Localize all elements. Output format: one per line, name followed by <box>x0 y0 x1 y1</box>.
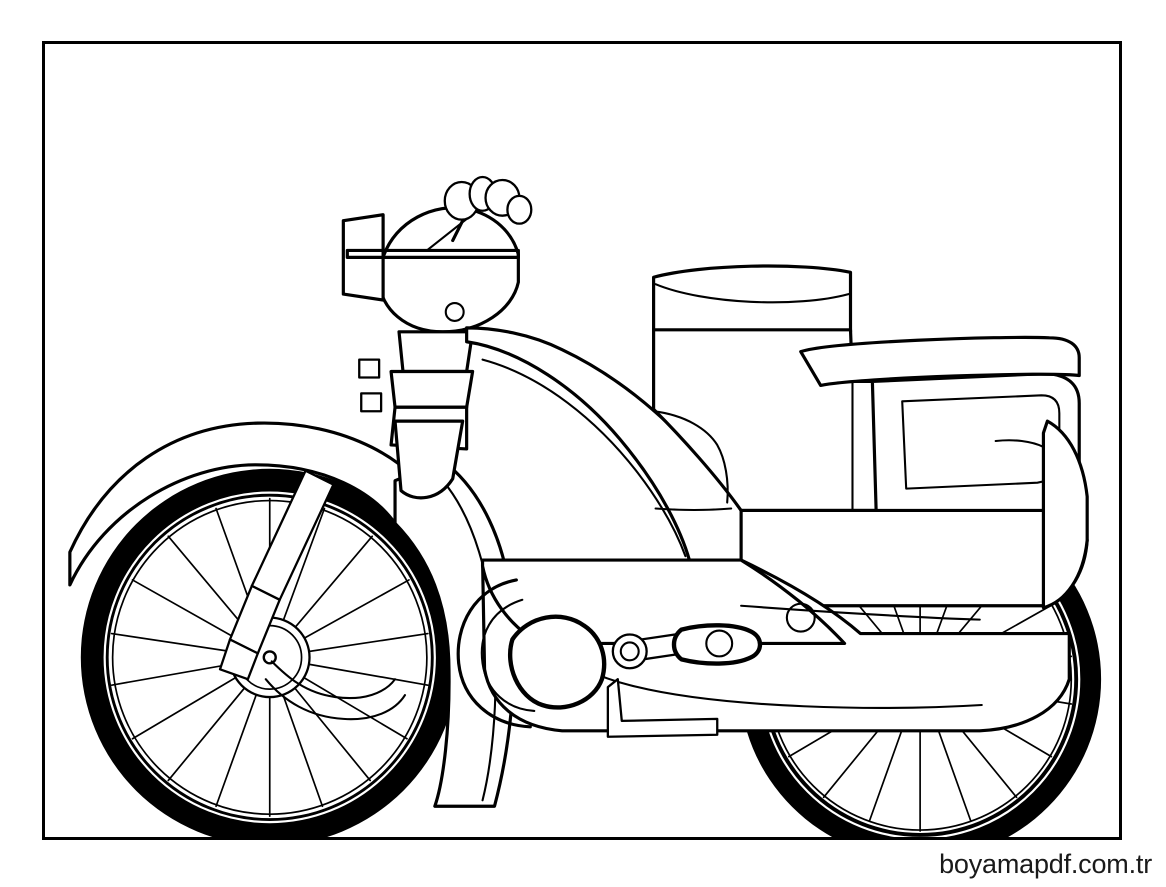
watermark-text: boyamapdf.com.tr <box>939 849 1152 879</box>
neck-bracket <box>358 358 381 379</box>
handlebar-grip-assembly <box>443 175 533 243</box>
neck-bracket-lower <box>360 392 383 413</box>
side-panel-bolt <box>785 602 816 633</box>
front-axle <box>262 650 277 665</box>
lower-controls <box>606 602 816 738</box>
frame-spine-highlight <box>481 358 687 558</box>
headlight-housing <box>377 206 520 334</box>
headlight-cowl <box>341 206 520 334</box>
fork-brake-arm <box>270 660 397 700</box>
gear-lever-pivot <box>611 633 648 670</box>
front-fork <box>218 469 407 721</box>
center-body-seam-1 <box>652 410 729 504</box>
grab-rail <box>799 335 1081 388</box>
headlight-split-line <box>345 248 520 259</box>
kick-stand <box>606 678 719 738</box>
exhaust-header-inner <box>480 598 536 712</box>
tail-light-line <box>994 439 1045 448</box>
engine-case <box>507 614 607 710</box>
gear-lever-pivot-inner <box>619 641 640 662</box>
tail-panel <box>1041 419 1089 610</box>
foot-peg-bolt <box>705 629 734 658</box>
foot-peg <box>671 623 763 666</box>
engine-block <box>456 578 607 729</box>
neck-cover <box>389 369 475 409</box>
seat <box>652 264 853 341</box>
neck-gusset <box>393 419 465 500</box>
fork-brake-arm-lower <box>264 678 407 721</box>
fork-axle-arm <box>218 638 259 681</box>
seat-top-crease <box>654 283 850 304</box>
artboard-frame <box>42 41 1122 840</box>
front-rim-highlight <box>103 491 436 824</box>
swingarm-line <box>740 604 981 621</box>
exhaust-header-outer <box>456 578 532 729</box>
leg-shield <box>393 459 516 808</box>
center-body-seam-2 <box>654 507 733 511</box>
mirror-stub <box>506 194 533 225</box>
fork-top-clamp <box>397 330 475 374</box>
steering-neck <box>358 330 475 500</box>
handlebar-stem <box>451 219 465 243</box>
motorcycle-illustration <box>68 175 1102 837</box>
frame-bolt <box>444 301 465 322</box>
